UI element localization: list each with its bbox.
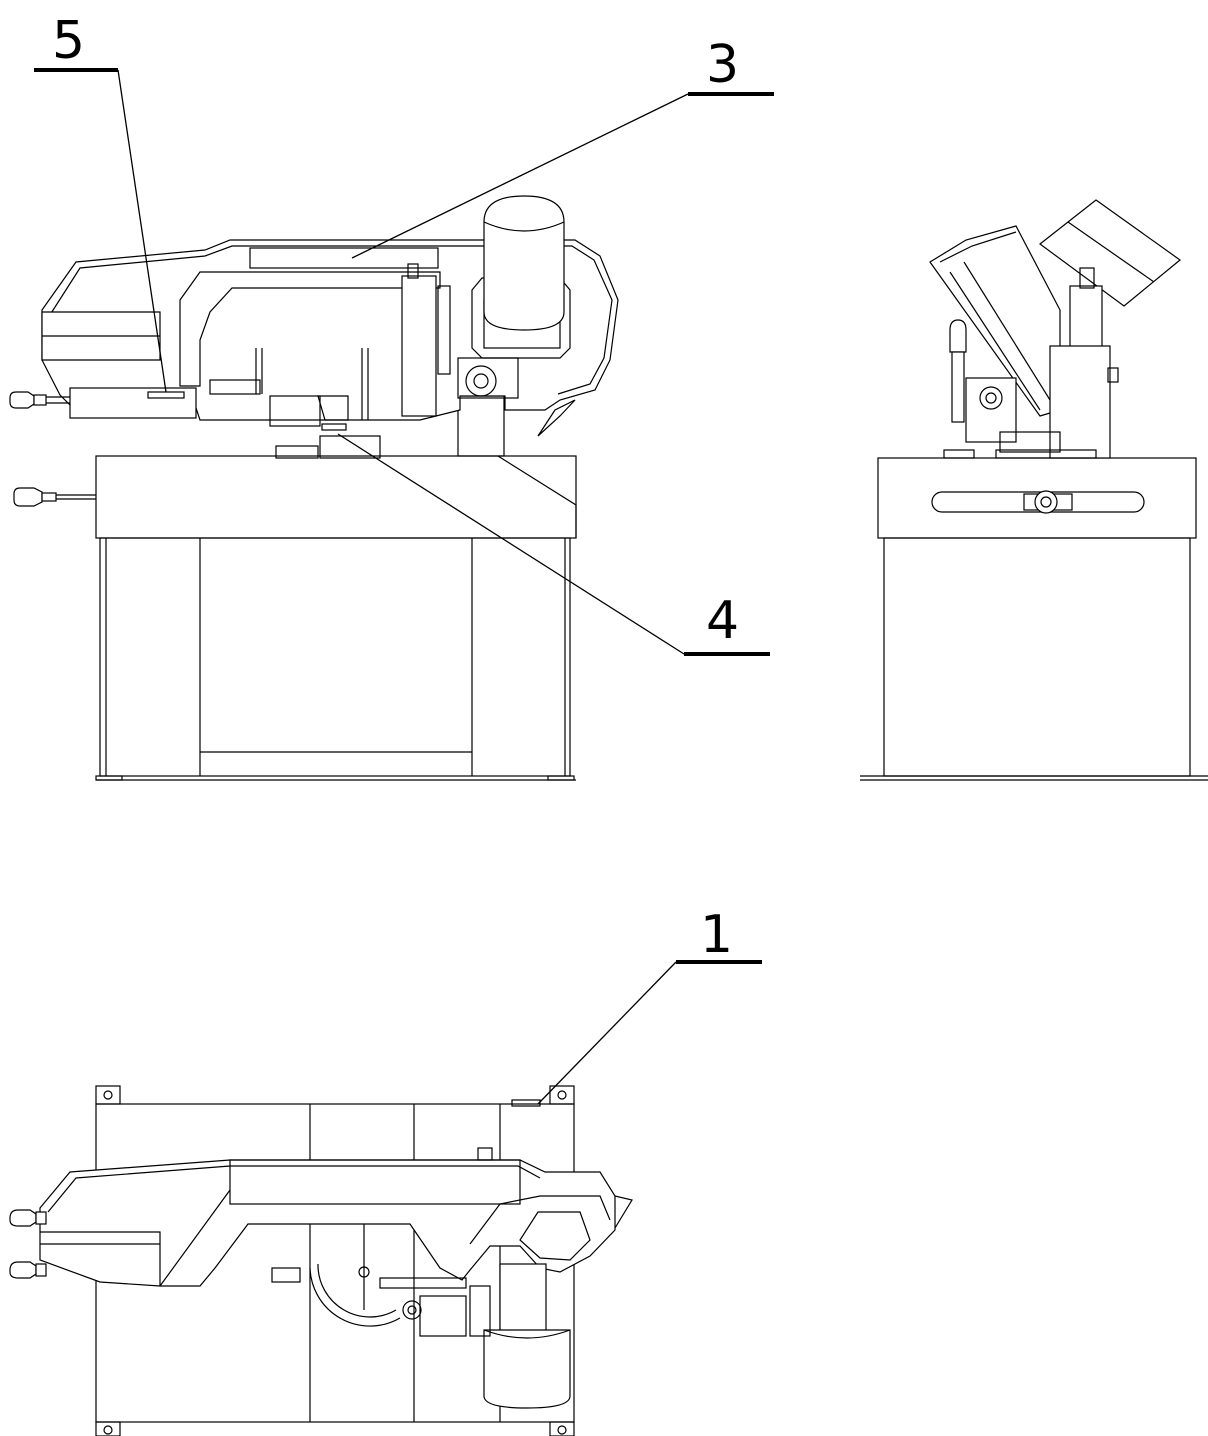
side-view-head [929,199,1181,459]
top-view [9,1085,633,1436]
front-motor [457,195,571,399]
front-view-stand [95,455,577,781]
top-view-arm [39,1147,633,1287]
callout-4: 4 [337,433,770,656]
top-motor [469,1263,571,1409]
callout-5: 5 [34,11,167,393]
top-turntable [271,1224,467,1337]
side-view-stand [860,457,1208,781]
callout-3: 3 [351,35,774,259]
callout-3-label: 3 [706,35,739,95]
front-view [9,195,619,781]
callout-4-label: 4 [706,591,739,651]
front-saw-arm [41,239,619,431]
top-arm-handles [9,1209,47,1279]
side-view [860,199,1208,781]
callout-5-label: 5 [52,11,85,71]
front-stand-handle [13,487,96,507]
front-arm-handle [9,391,70,409]
callout-1-label: 1 [700,905,733,965]
callout-1: 1 [537,905,762,1105]
